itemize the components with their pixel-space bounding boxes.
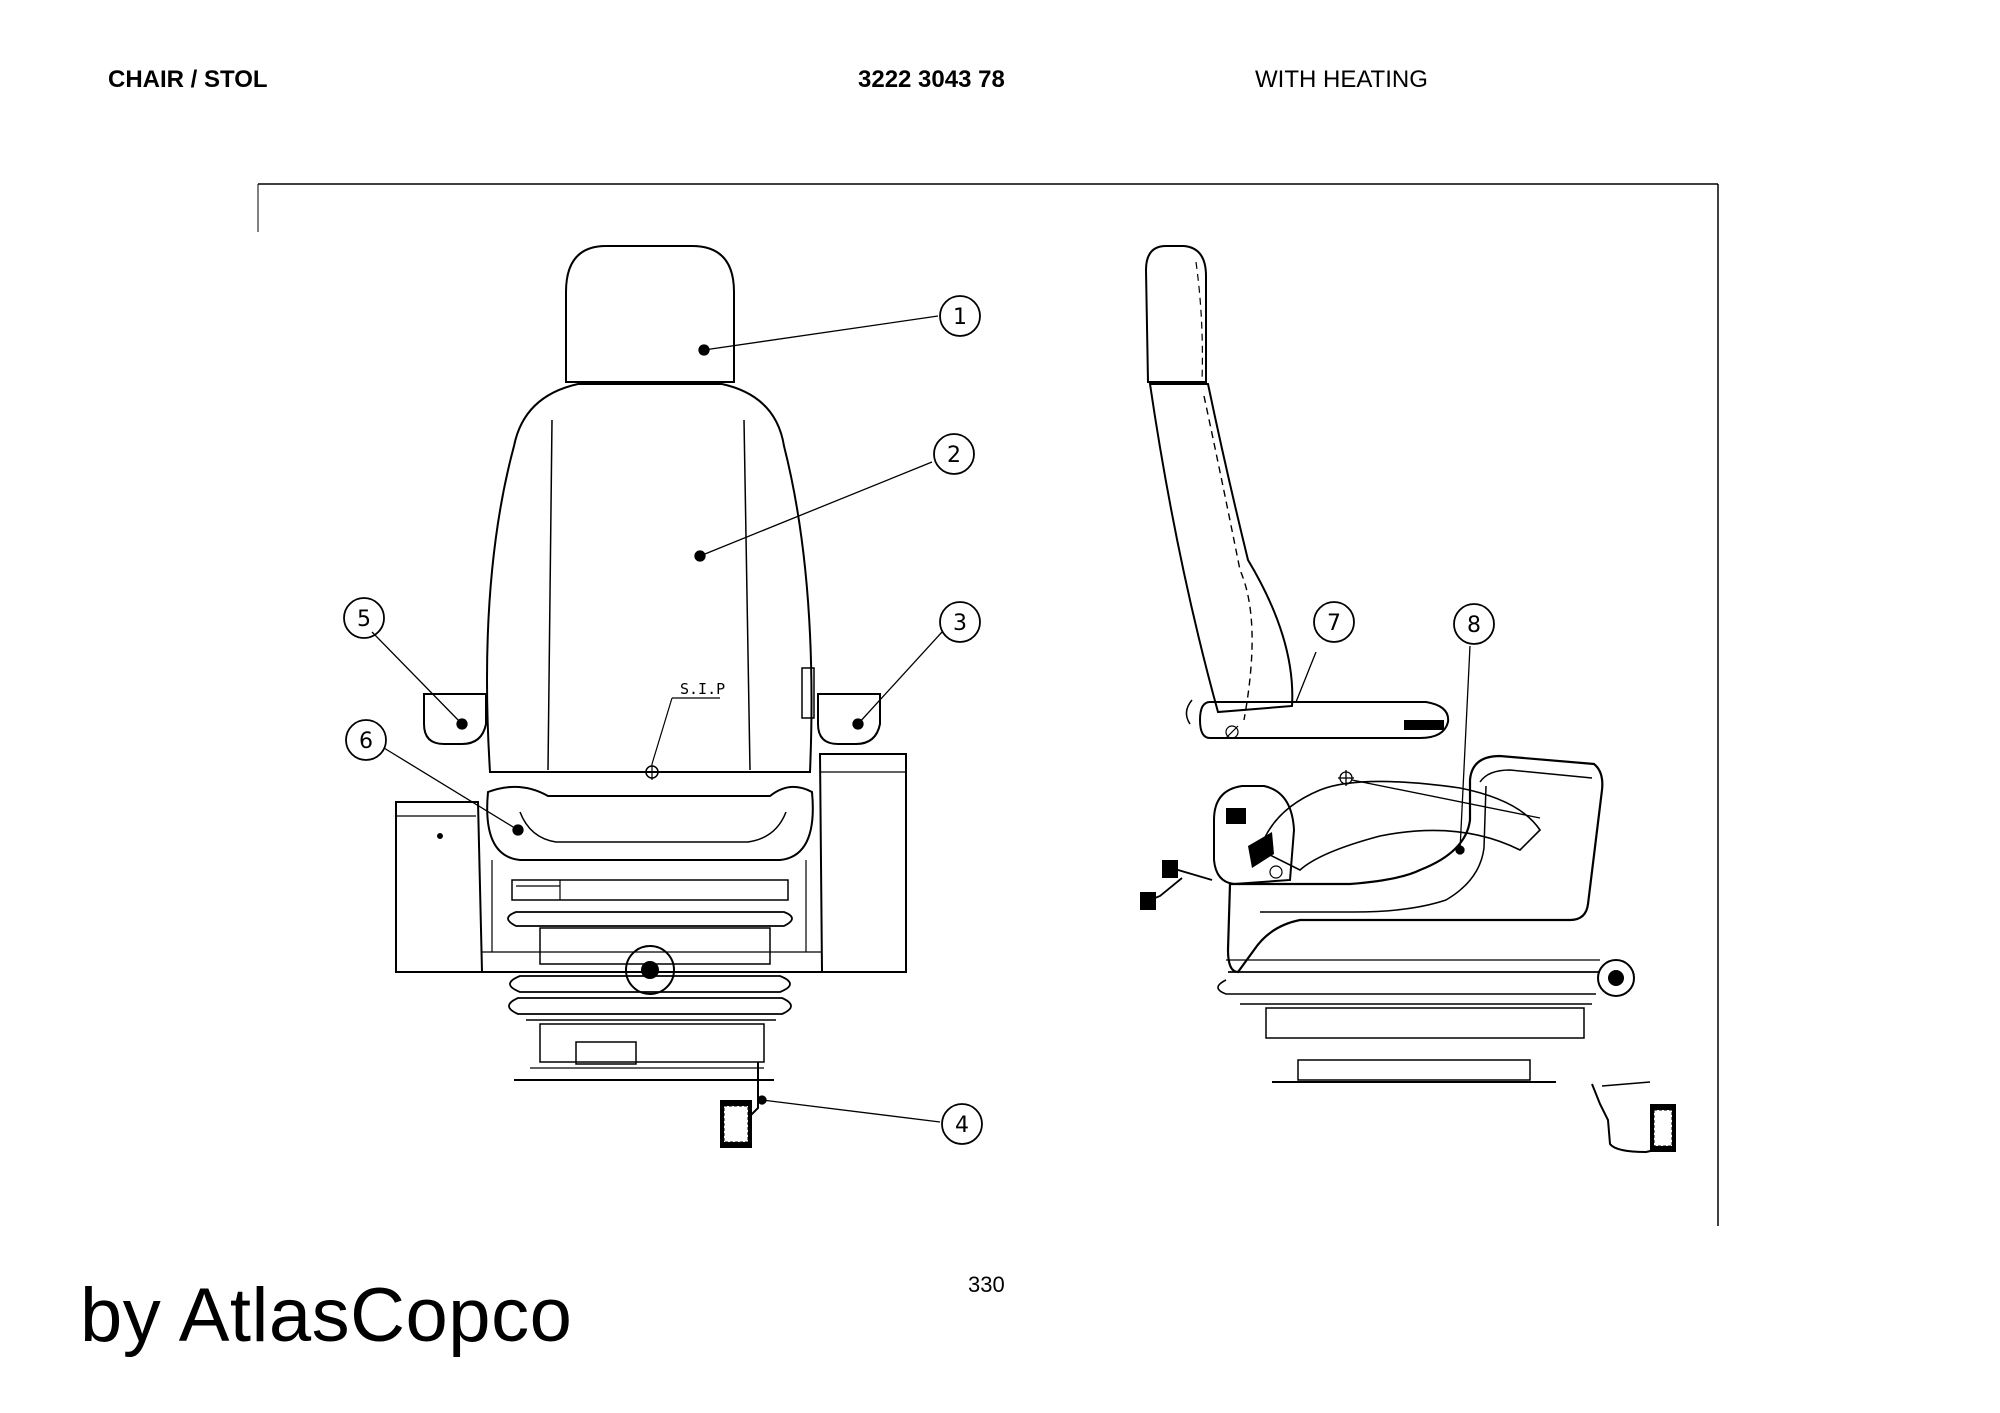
side-pedal <box>1591 1083 1665 1154</box>
part-number: 3222 3043 78 <box>858 66 1005 93</box>
svg-text:8: 8 <box>1467 613 1481 638</box>
callout-3: 3 <box>939 601 981 643</box>
callout-4: 4 <box>941 1103 983 1145</box>
heating-control-panel <box>1213 785 1296 886</box>
svg-text:5: 5 <box>357 607 371 632</box>
callout-6: 6 <box>345 719 387 761</box>
svg-text:1: 1 <box>953 305 967 330</box>
backrest <box>486 383 813 773</box>
callout-5: 5 <box>343 597 385 639</box>
front-view-chair <box>395 245 907 1148</box>
left-armrest <box>423 693 487 745</box>
suspension-bellows <box>507 911 793 927</box>
right-armrest <box>817 693 881 745</box>
svg-text:6: 6 <box>359 729 373 754</box>
side-seat-cushion <box>1259 780 1542 871</box>
variant-label: WITH HEATING <box>1255 66 1428 93</box>
svg-text:4: 4 <box>955 1113 969 1138</box>
page-title: CHAIR / STOL <box>108 66 268 93</box>
callout-7: 7 <box>1313 601 1355 643</box>
left-side-box <box>395 801 484 973</box>
side-seat-frame <box>1226 754 1604 974</box>
callout-2: 2 <box>933 433 975 475</box>
side-armrest <box>1198 701 1450 739</box>
drawing-frame <box>257 183 1719 1226</box>
svg-text:2: 2 <box>947 443 961 468</box>
headrest <box>565 245 735 383</box>
side-view-chair <box>1140 245 1676 1154</box>
sip-annotation: S.I.P <box>680 680 725 698</box>
side-backrest <box>1148 383 1294 714</box>
brand-watermark: by AtlasCopco <box>80 1273 573 1358</box>
svg-text:3: 3 <box>953 611 967 636</box>
seat-cushion <box>486 785 814 861</box>
right-side-box <box>818 753 907 973</box>
page-number: 330 <box>968 1272 1005 1297</box>
side-headrest <box>1144 245 1207 383</box>
svg-text:7: 7 <box>1327 611 1341 636</box>
callout-1: 1 <box>939 295 981 337</box>
callout-8: 8 <box>1453 603 1495 645</box>
callout-leaders <box>371 315 1541 1123</box>
